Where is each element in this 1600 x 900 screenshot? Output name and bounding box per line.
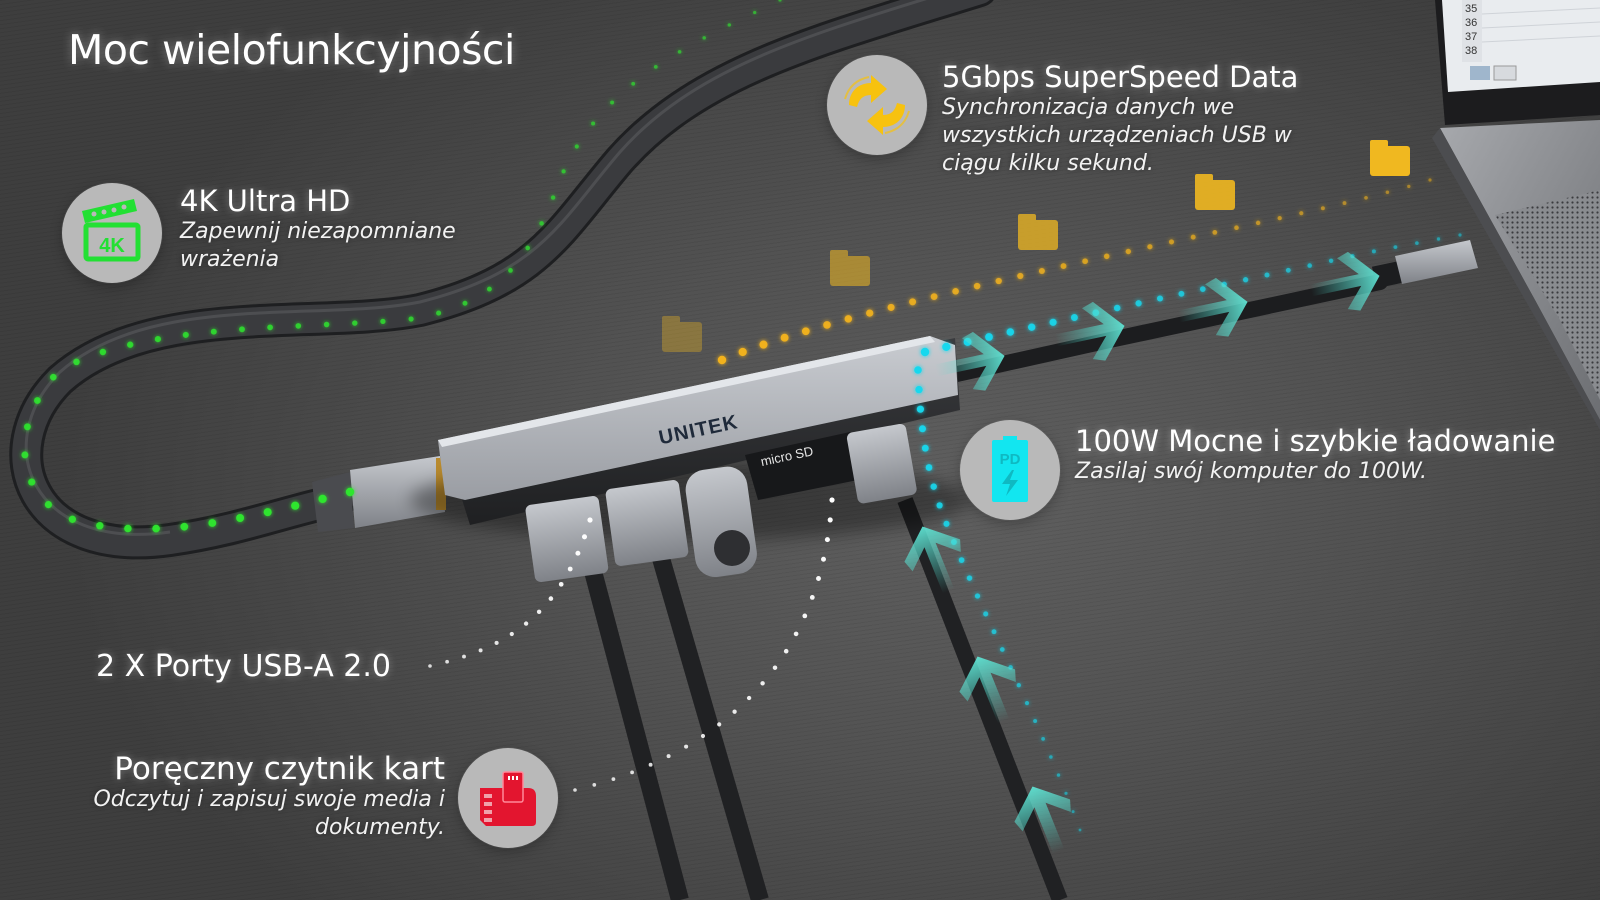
hdmi-cable (9, 0, 994, 560)
card-reader-callout-dots (573, 497, 835, 792)
usb-c-hub: UNITEK micro SD (410, 336, 970, 583)
laptop-row-38: 38 (1465, 45, 1477, 57)
feature-4k: 4K Ultra HD Zapewnij niezapomniane wraże… (180, 184, 456, 274)
4k-clapperboard-icon: 4K (82, 199, 141, 262)
feature-pd-heading: 100W Mocne i szybkie ładowanie (1075, 424, 1556, 458)
laptop-row-37: 37 (1465, 31, 1477, 43)
usb-a-cables (581, 552, 769, 900)
4k-icon-badge: 4K (62, 183, 162, 283)
feature-data-desc-line-1: Synchronizacja danych we (942, 95, 1235, 120)
feature-4k-desc-line-1: Zapewnij niezapomniane (180, 219, 456, 244)
feature-pd: 100W Mocne i szybkie ładowanie Zasilaj s… (1075, 424, 1555, 486)
power-delivery-dots-top (920, 233, 1462, 357)
pd-label: PD (1000, 451, 1021, 468)
pd-battery-icon: PD (992, 436, 1028, 502)
card-icon-badge (458, 748, 558, 848)
data-transfer-dots (717, 178, 1432, 365)
feature-card-heading: Poręczny czytnik kart (114, 751, 445, 787)
feature-data-desc-line-3: ciągu kilku sekund. (942, 151, 1154, 176)
feature-card-desc-line-2: dokumenty. (315, 815, 445, 840)
power-flow-arrows-up (904, 526, 1071, 854)
page-title: Moc wielofunkcyjności (68, 26, 515, 74)
usb-c-power-cable (897, 497, 1068, 900)
laptop: 35 36 37 38 (1432, 0, 1600, 430)
feature-card: Poręczny czytnik kart Odczytuj i zapisuj… (40, 752, 445, 842)
hdmi-signal-dots (21, 0, 782, 533)
svg-text:4K: 4K (99, 235, 125, 257)
feature-usb: 2 X Porty USB-A 2.0 (96, 650, 391, 684)
laptop-row-35: 35 (1465, 3, 1477, 15)
laptop-row-36: 36 (1465, 17, 1477, 29)
usb-port-callout-dots (428, 517, 593, 668)
feature-data-desc-line-2: wszystkich urządzeniach USB w (942, 123, 1292, 148)
sd-card-reader-icon (480, 771, 536, 826)
pd-icon-badge: PD (960, 420, 1060, 520)
feature-data: 5Gbps SuperSpeed Data Synchronizacja dan… (942, 60, 1298, 178)
sync-arrows-icon (844, 75, 910, 135)
feature-pd-desc-line-1: Zasilaj swój komputer do 100W. (1075, 459, 1427, 484)
power-flow-arrows-right (934, 251, 1380, 391)
folder-icons (662, 140, 1410, 352)
feature-card-desc-line-1: Odczytuj i zapisuj swoje media i (93, 787, 445, 812)
feature-usb-heading: 2 X Porty USB-A 2.0 (96, 649, 391, 684)
feature-data-heading: 5Gbps SuperSpeed Data (942, 60, 1299, 94)
feature-4k-desc-line-2: wrażenia (180, 247, 280, 272)
feature-4k-heading: 4K Ultra HD (180, 184, 351, 218)
data-icon-badge (827, 55, 927, 155)
